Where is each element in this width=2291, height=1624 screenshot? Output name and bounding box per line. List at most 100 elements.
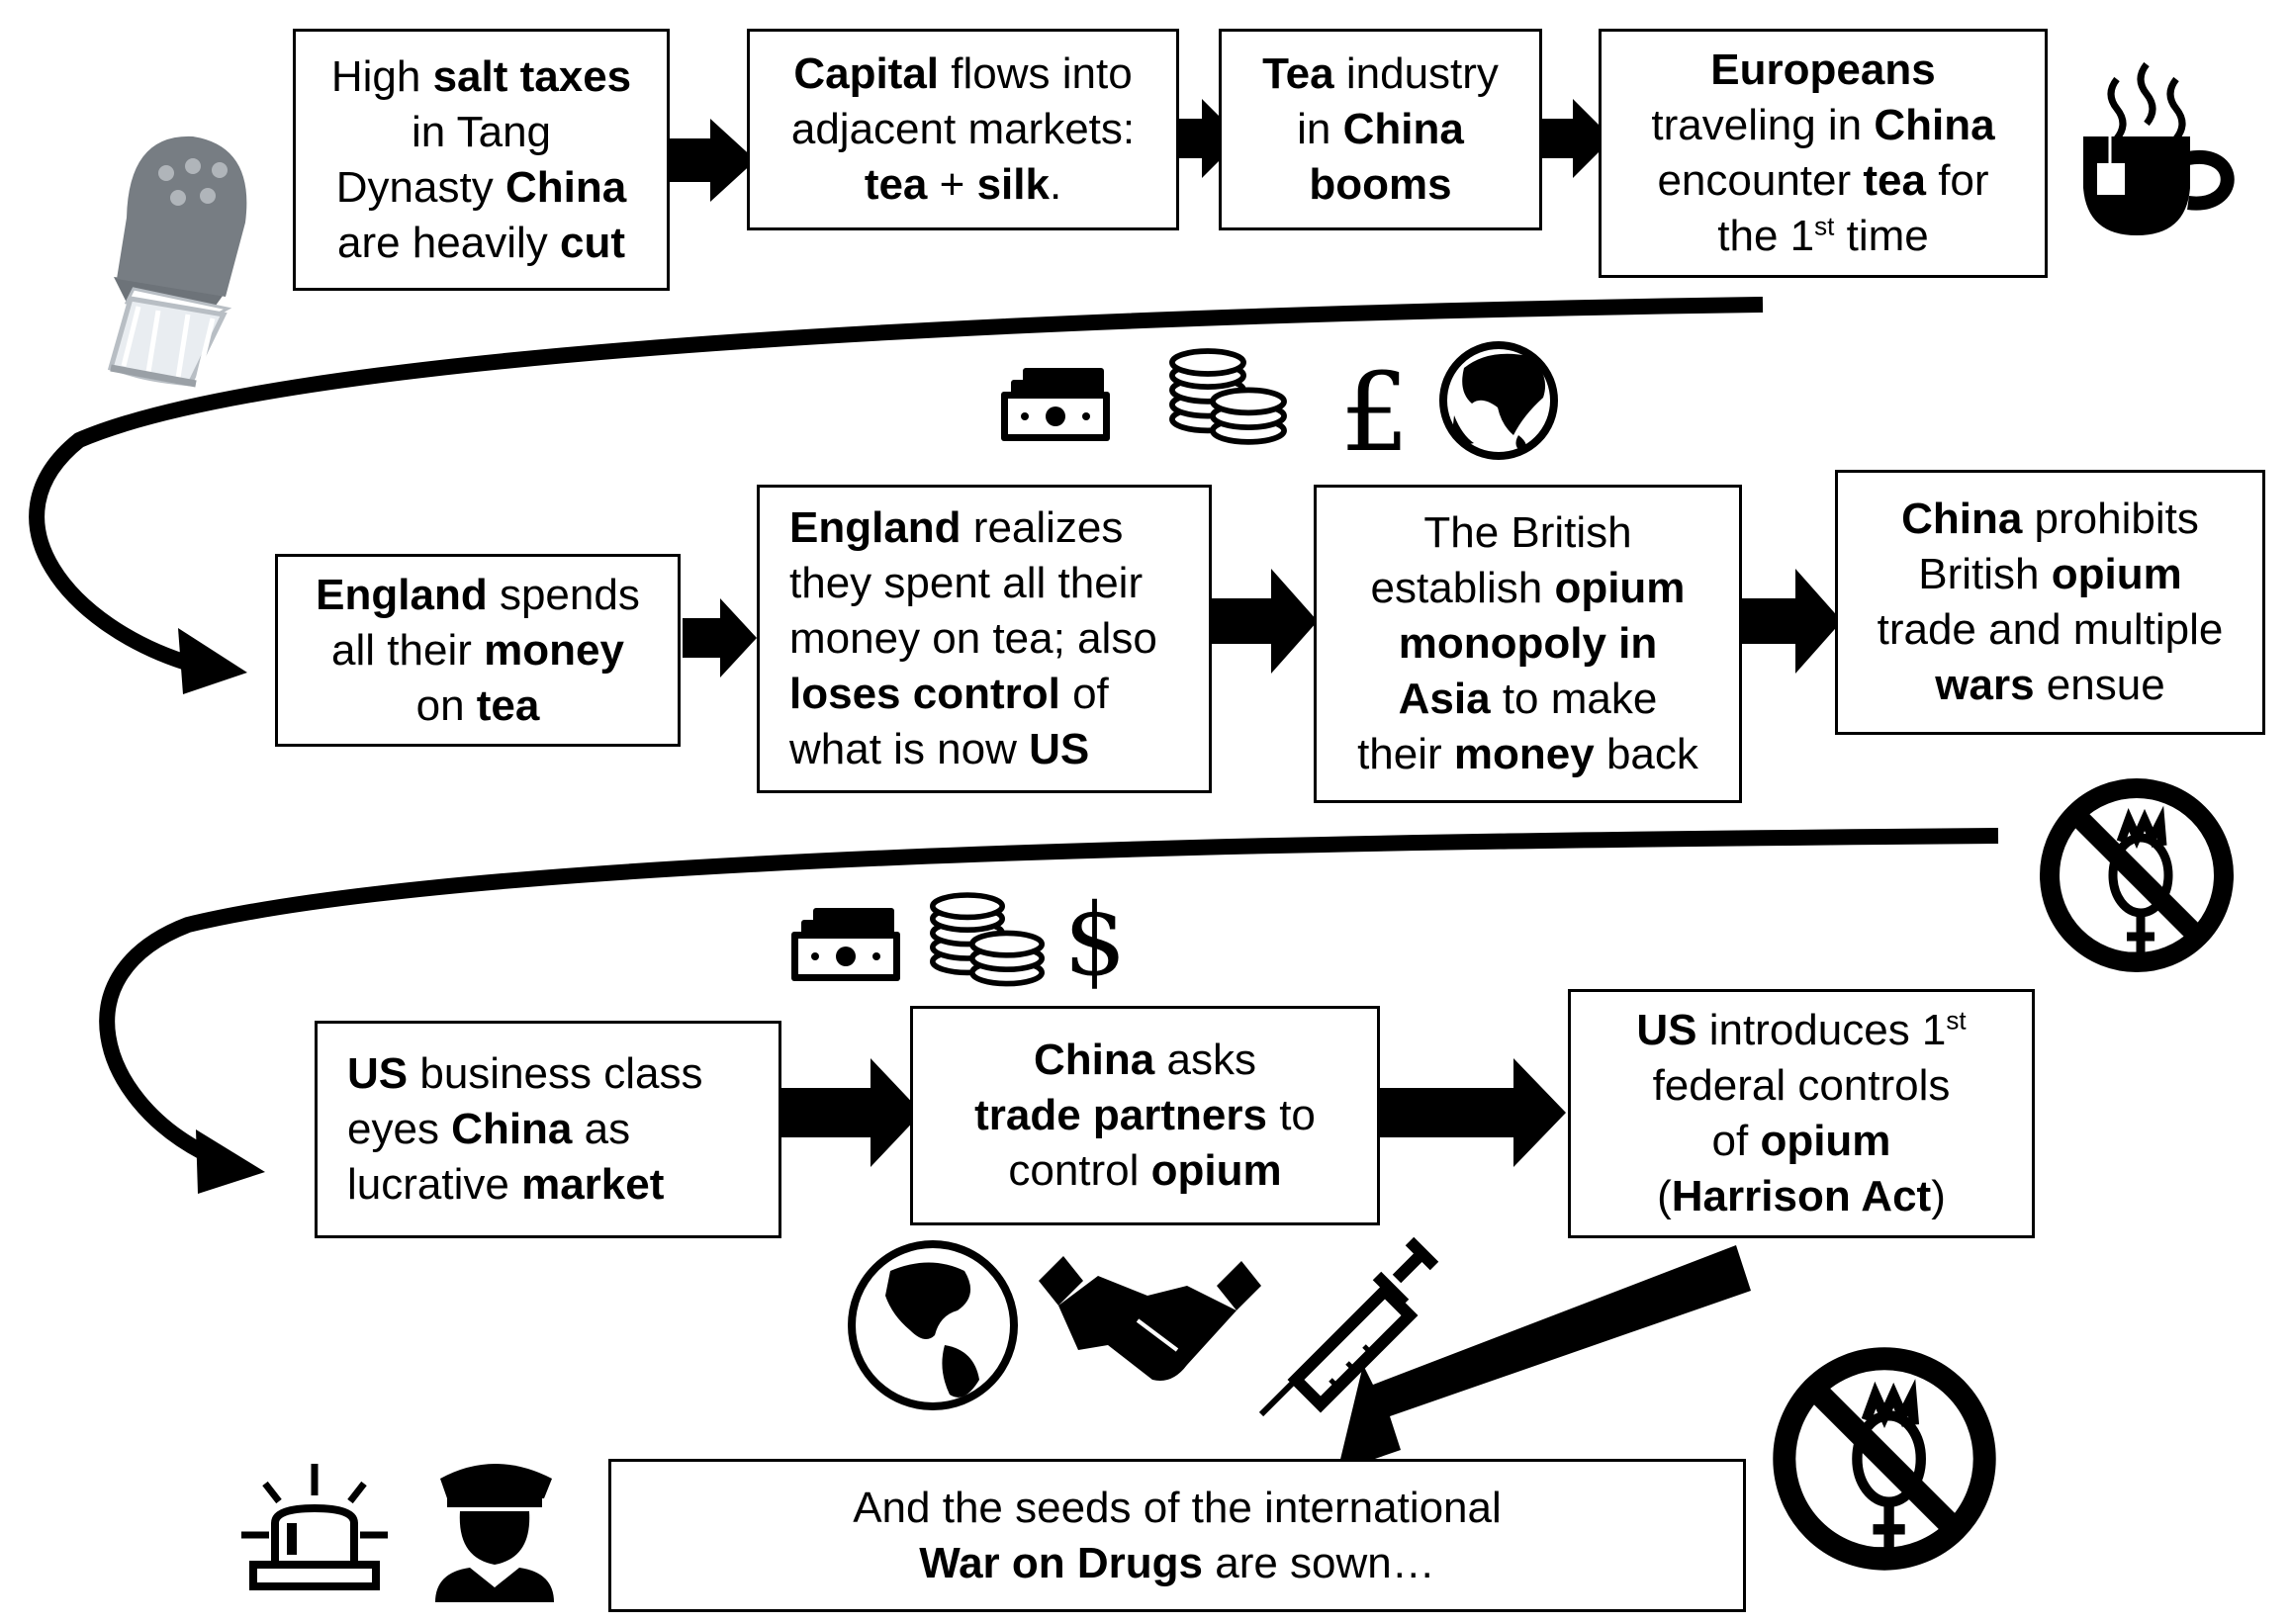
step-box-england-spends: England spends all their money on tea	[275, 554, 681, 747]
s5-text: spends	[487, 570, 640, 619]
s4-bold: tea	[1863, 156, 1926, 205]
s2-bold: silk	[976, 160, 1050, 209]
s11-text: of	[1711, 1117, 1761, 1165]
s4-bold: China	[1874, 101, 1995, 149]
s8-bold: wars	[1935, 661, 2035, 709]
siren-light-icon	[241, 1464, 388, 1590]
s4-superscript: st	[1814, 211, 1835, 241]
s9-text: eyes	[347, 1105, 452, 1153]
police-officer-icon	[435, 1464, 554, 1602]
s1-text: Dynasty	[335, 162, 505, 212]
s9-bold: market	[521, 1160, 665, 1209]
s7-text: The British	[1423, 508, 1632, 557]
no-opium-icon	[2050, 788, 2224, 962]
step-box-us-introduces: US introduces 1st federal controls of op…	[1568, 989, 2035, 1238]
arrow-s3-s4	[1541, 99, 1612, 178]
s6-text: realizes	[961, 503, 1124, 552]
s8-text: prohibits	[2022, 495, 2199, 543]
arrow-s2-s3	[1167, 99, 1241, 178]
s1-text: in Tang	[411, 107, 552, 156]
s7-bold: opium	[1554, 564, 1686, 612]
s8-text: British	[1918, 550, 2052, 598]
s3-bold: Tea	[1262, 49, 1334, 98]
banknote-icon	[791, 908, 900, 981]
s5-text: all their	[331, 625, 485, 675]
coin-stack-icon	[1172, 351, 1284, 442]
banknote-icon	[1001, 368, 1110, 441]
curve-connector-row2-row3	[99, 828, 1999, 1160]
s10-bold: China	[1034, 1036, 1155, 1084]
s9-text: lucrative	[347, 1160, 522, 1209]
s11-bold: Harrison Act	[1671, 1172, 1932, 1220]
step-box-war-on-drugs: And the seeds of the international War o…	[608, 1459, 1746, 1612]
s5-bold: money	[484, 625, 624, 675]
s6-text: what is now	[789, 725, 1030, 773]
s2-text: flows into	[939, 49, 1133, 98]
s11-text: (	[1657, 1172, 1672, 1220]
s10-text: control	[1008, 1146, 1151, 1195]
s12-text: And the seeds of the international	[853, 1483, 1502, 1532]
s4-bold: Europeans	[1710, 45, 1936, 94]
s2-text: +	[927, 160, 977, 209]
s4-text: encounter	[1657, 156, 1864, 205]
s7-text: establish	[1370, 564, 1555, 612]
s12-bold: War on Drugs	[919, 1538, 1204, 1587]
s1-bold: China	[504, 162, 627, 212]
s2-text: adjacent markets:	[790, 105, 1136, 153]
s8-text: trade and multiple	[1877, 605, 2224, 654]
pound-sign-icon: £	[1340, 349, 1410, 476]
s10-bold: trade partners	[974, 1091, 1267, 1139]
arrow-s11-s12	[1337, 1245, 1751, 1472]
step-box-british-monopoly: The British establish opium monopoly in …	[1314, 485, 1742, 803]
s5-bold: tea	[476, 680, 540, 730]
curve-arrowhead-row3	[196, 1129, 265, 1194]
coin-stack-icon	[933, 895, 1042, 984]
s2-text: .	[1049, 160, 1062, 209]
s11-bold: opium	[1760, 1117, 1891, 1165]
s1-bold: cut	[560, 218, 625, 267]
s6-text: of	[1059, 670, 1109, 718]
s2-bold: tea	[864, 160, 928, 209]
arrow-s1-s2	[668, 119, 756, 202]
s6-text: money on tea; also	[789, 614, 1157, 663]
arrow-s7-s8	[1739, 569, 1842, 674]
curve-connector-row1-row2	[29, 297, 1764, 673]
s11-superscript: st	[1946, 1005, 1967, 1036]
s5-bold: England	[316, 570, 488, 619]
handshake-icon	[1039, 1256, 1261, 1381]
step-box-europeans: Europeans traveling in China encounter t…	[1599, 29, 2048, 278]
s11-text: federal controls	[1652, 1061, 1951, 1110]
s7-bold: money	[1453, 730, 1595, 778]
arrow-s10-s11	[1378, 1058, 1566, 1167]
s8-text: ensue	[2034, 661, 2165, 709]
s1-text: are heavily	[336, 218, 560, 267]
globe-asia-icon	[1439, 341, 1558, 460]
s1-text: High	[330, 51, 433, 101]
step-box-tea-industry: Tea industry in China booms	[1219, 29, 1542, 230]
arrow-s5-s6	[683, 598, 757, 677]
syringe-icon	[1258, 1236, 1439, 1417]
s7-bold: monopoly in	[1398, 619, 1658, 668]
no-opium-icon	[1785, 1359, 1984, 1559]
s8-bold: China	[1901, 495, 2023, 543]
s8-bold: opium	[2051, 550, 2182, 598]
s7-bold: Asia	[1398, 675, 1491, 723]
s3-bold: booms	[1309, 160, 1452, 209]
s9-text: business class	[408, 1049, 703, 1098]
globe-americas-icon	[848, 1240, 1018, 1410]
arrow-s6-s7	[1212, 569, 1318, 674]
step-box-us-business: US business class eyes China as lucrativ…	[315, 1021, 781, 1238]
step-box-capital-flows: Capital flows into adjacent markets: tea…	[747, 29, 1179, 230]
s4-text: for	[1925, 156, 1989, 205]
dollar-sign-icon: $	[1063, 882, 1127, 998]
step-box-salt-taxes: High salt taxes in Tang Dynasty China ar…	[293, 29, 670, 291]
s6-text: they spent all their	[789, 559, 1144, 607]
s7-text: to make	[1490, 675, 1658, 723]
s11-text: introduces 1	[1696, 1006, 1947, 1054]
s3-text: in	[1297, 105, 1343, 153]
s3-bold: China	[1342, 105, 1464, 153]
s9-bold: US	[347, 1049, 409, 1098]
step-box-china-asks: China asks trade partners to control opi…	[910, 1006, 1380, 1225]
step-box-england-realizes: England realizes they spent all their mo…	[757, 485, 1212, 793]
s5-text: on	[415, 680, 477, 730]
